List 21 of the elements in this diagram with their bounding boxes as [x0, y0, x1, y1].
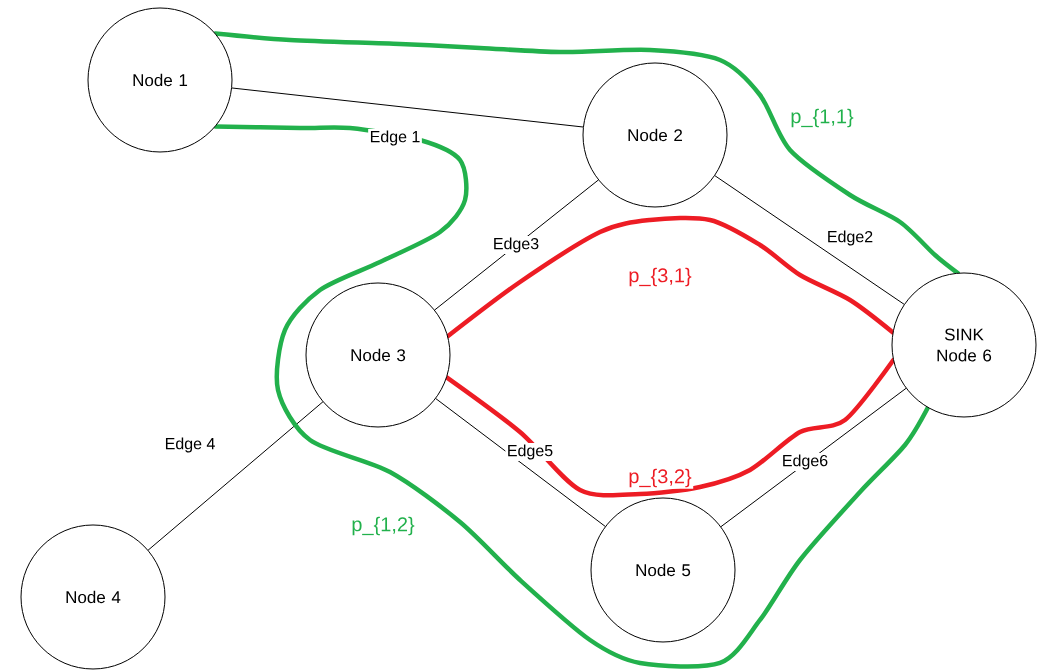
edge-line: [147, 401, 324, 551]
edge-line: [435, 398, 606, 527]
edge-line: [231, 87, 584, 128]
edge-label: Edge 1: [368, 129, 422, 147]
edge-label: Edge 4: [163, 436, 217, 454]
edge-label: Edge6: [780, 453, 830, 471]
path-curve: [213, 31, 960, 276]
edge-label: p_{3,1}: [626, 266, 694, 288]
edge-label: p_{1,1}: [788, 107, 856, 129]
edge-label: Edge2: [825, 229, 875, 247]
path-curve: [445, 215, 896, 339]
edge-label: p_{3,2}: [626, 467, 694, 489]
node-label: SINK Node 6: [937, 328, 992, 362]
edge-label: p_{1,2}: [349, 515, 417, 537]
edge-label: Edge5: [505, 443, 555, 461]
path-curve: [444, 357, 896, 498]
path-curve: [213, 124, 931, 669]
edge-line: [714, 175, 905, 305]
edge-line: [720, 387, 907, 528]
edge-label: Edge3: [491, 236, 541, 254]
edge-line: [434, 179, 599, 311]
